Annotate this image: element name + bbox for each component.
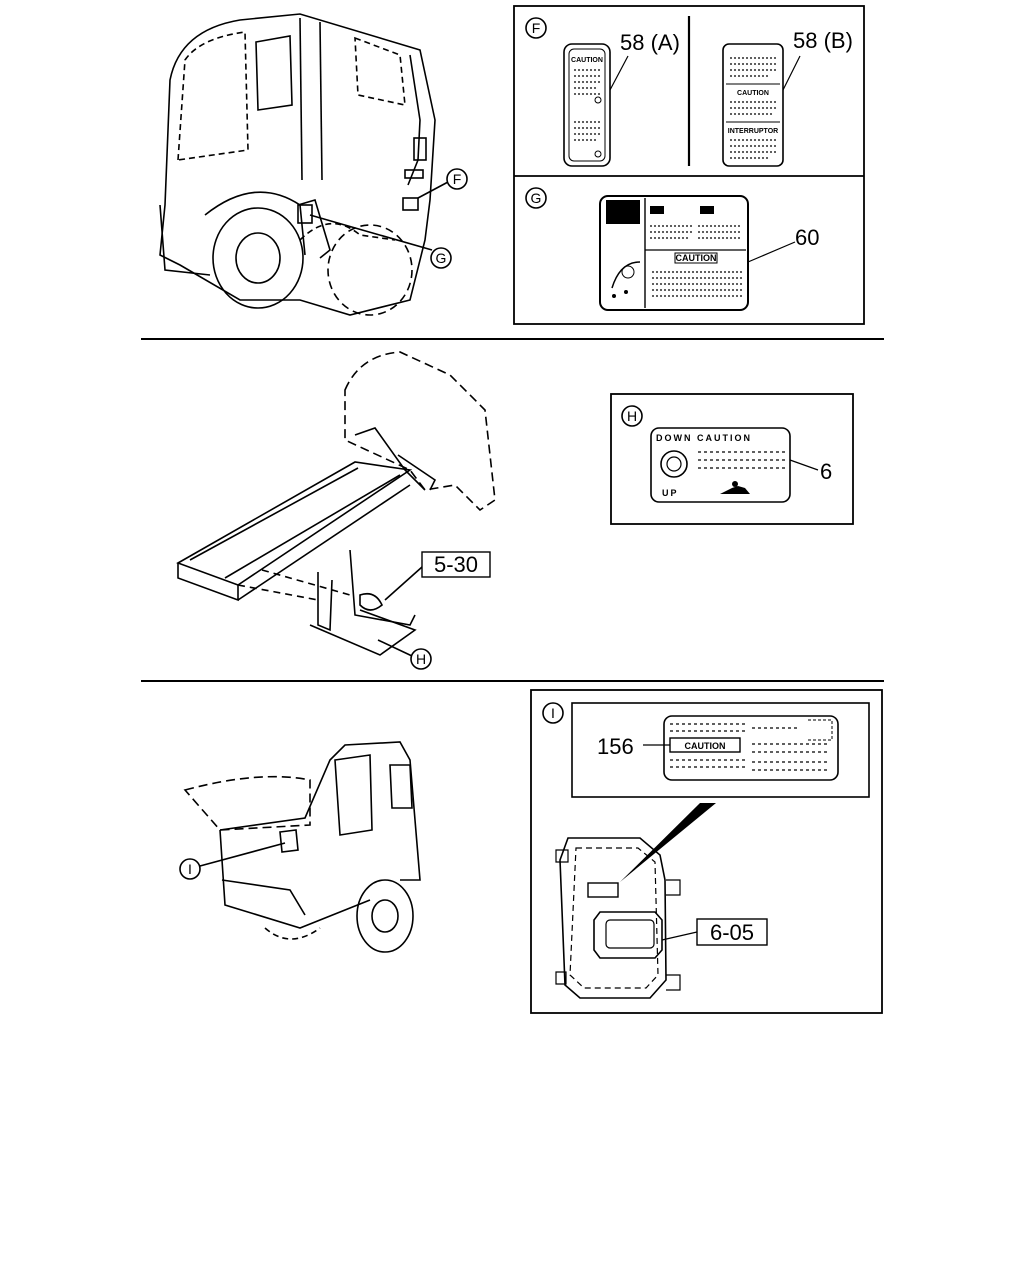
label-6-caution: DOWN CAUTION xyxy=(656,433,752,443)
truck-rear-view xyxy=(183,741,421,953)
detail-g-letter: G xyxy=(531,190,542,206)
detail-g-marker: G xyxy=(525,187,547,209)
callout-f-letter: F xyxy=(453,171,462,187)
callout-i-letter: I xyxy=(188,861,192,877)
callout-i: I xyxy=(179,858,201,880)
part-number-58b: 58 (B) xyxy=(793,28,853,53)
label-60: CAUTION xyxy=(599,195,796,311)
callout-g-letter: G xyxy=(436,250,447,266)
detail-f-letter: F xyxy=(532,20,541,36)
label-58b: CAUTION INTERRUPTOR xyxy=(722,43,801,167)
part-number-58a: 58 (A) xyxy=(620,30,680,55)
chassis-tilt-assembly xyxy=(176,351,496,657)
label-58b-interruptor: INTERRUPTOR xyxy=(728,128,778,135)
callout-f: F xyxy=(446,168,468,190)
detail-h-letter: H xyxy=(627,408,637,424)
detail-box-fg xyxy=(513,5,865,325)
label-58b-caution: CAUTION xyxy=(737,90,769,97)
part-box-6-05: 6-05 xyxy=(696,918,768,946)
part-number-5-30: 5-30 xyxy=(434,552,478,577)
label-60-caution: CAUTION xyxy=(676,253,717,263)
part-number-156: 156 xyxy=(597,734,634,759)
detail-f-marker: F xyxy=(525,17,547,39)
part-number-60: 60 xyxy=(795,225,819,250)
detail-box-h: H DOWN CAUTION UP xyxy=(610,393,854,525)
part-box-5-30: 5-30 xyxy=(421,551,491,578)
label-6-up: UP xyxy=(662,488,679,498)
detail-box-i: I CAUTION xyxy=(530,689,883,1014)
part-number-6-05: 6-05 xyxy=(710,920,754,945)
callout-h-letter: H xyxy=(416,651,426,667)
callout-g: G xyxy=(430,247,452,269)
label-58a: CAUTION xyxy=(563,43,629,167)
detail-i-letter: I xyxy=(551,705,555,721)
label-58a-caution: CAUTION xyxy=(571,57,603,64)
callout-h: H xyxy=(410,648,432,670)
part-number-6: 6 xyxy=(820,459,832,484)
truck-cab-side-view xyxy=(159,13,449,316)
label-156-caution: CAUTION xyxy=(685,741,726,751)
